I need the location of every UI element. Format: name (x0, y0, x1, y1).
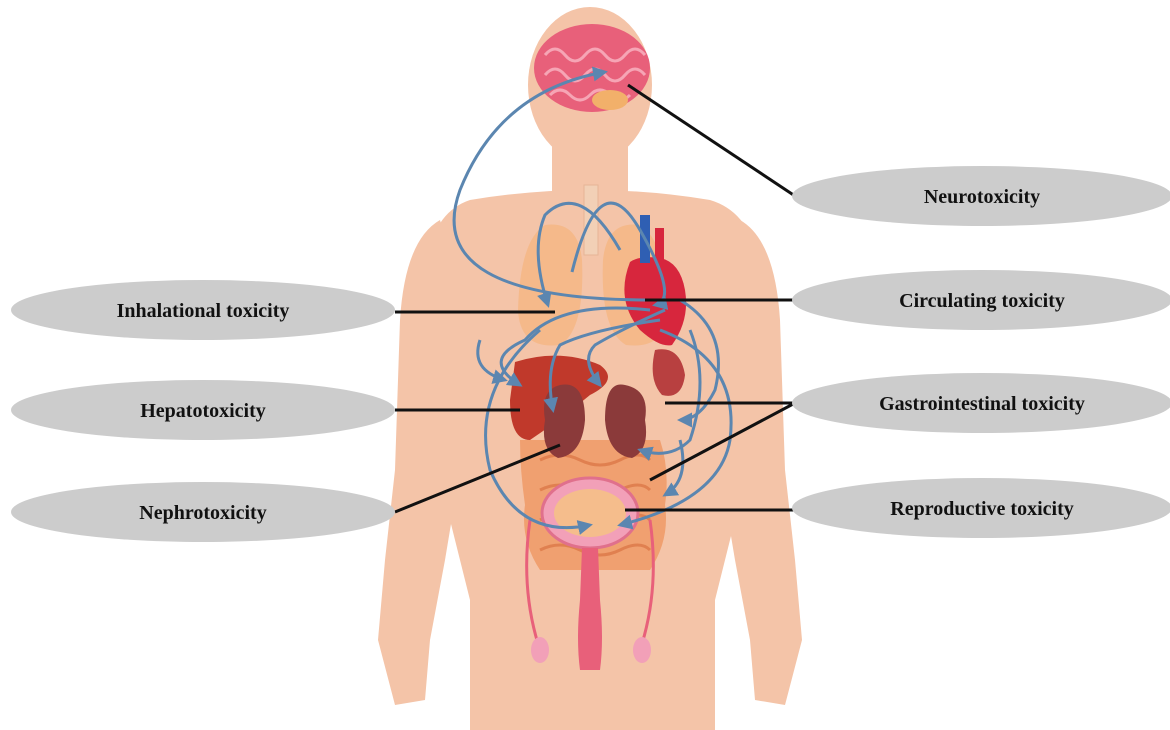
label-inhalational-toxicity: Inhalational toxicity (11, 280, 395, 340)
label-neurotoxicity: Neurotoxicity (792, 166, 1170, 226)
label-gastrointestinal-toxicity: Gastrointestinal toxicity (792, 373, 1170, 433)
label-reproductive-toxicity: Reproductive toxicity (792, 478, 1170, 538)
label-circulating-toxicity-text: Circulating toxicity (899, 290, 1065, 312)
label-gastrointestinal-toxicity-text: Gastrointestinal toxicity (879, 393, 1085, 415)
label-reproductive-toxicity-text: Reproductive toxicity (890, 498, 1074, 520)
brain (534, 24, 650, 112)
label-inhalational-toxicity-text: Inhalational toxicity (117, 300, 290, 322)
label-nephrotoxicity: Nephrotoxicity (11, 482, 395, 542)
label-circulating-toxicity: Circulating toxicity (792, 270, 1170, 330)
label-neurotoxicity-text: Neurotoxicity (924, 186, 1040, 208)
label-nephrotoxicity-text: Nephrotoxicity (139, 502, 266, 524)
label-hepatotoxicity: Hepatotoxicity (11, 380, 395, 440)
label-hepatotoxicity-text: Hepatotoxicity (140, 400, 266, 422)
